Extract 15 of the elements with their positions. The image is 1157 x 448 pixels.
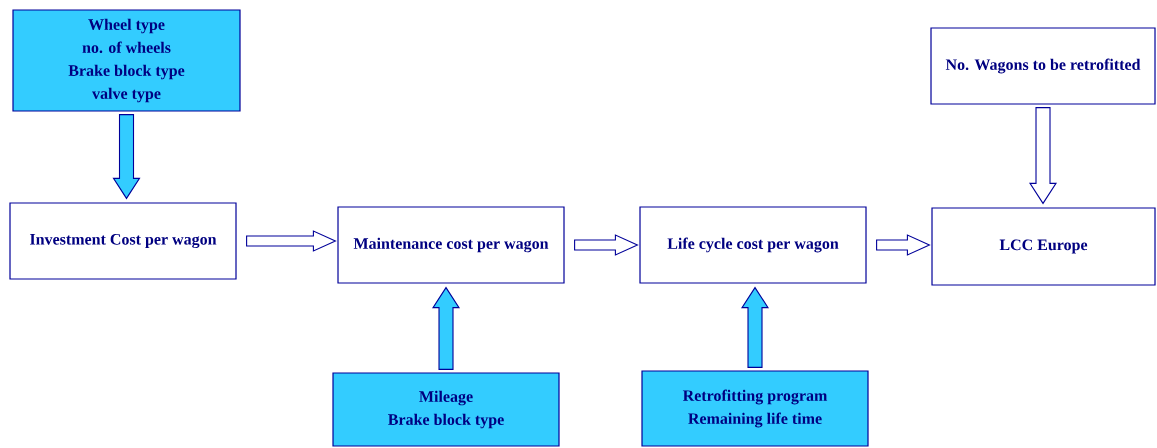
block-arrow [876,234,931,256]
block-arrow [1029,107,1058,205]
block-arrow [574,234,639,256]
process-box: Life cycle cost per wagon [639,206,867,284]
block-arrow [432,286,461,370]
process-box: LCC Europe [931,207,1156,286]
process-box: No. Wagons to be retrofitted [930,27,1156,105]
block-arrow [246,230,337,252]
block-arrow [741,286,770,368]
input-box: Retrofitting program Remaining life time [641,370,869,447]
process-box: Maintenance cost per wagon [337,206,565,284]
block-arrow [112,114,141,200]
input-box: Wheel type no. of wheels Brake block type valve type [12,9,241,112]
input-box: Mileage Brake block type [332,372,560,447]
process-box: Investment Cost per wagon [9,202,237,280]
